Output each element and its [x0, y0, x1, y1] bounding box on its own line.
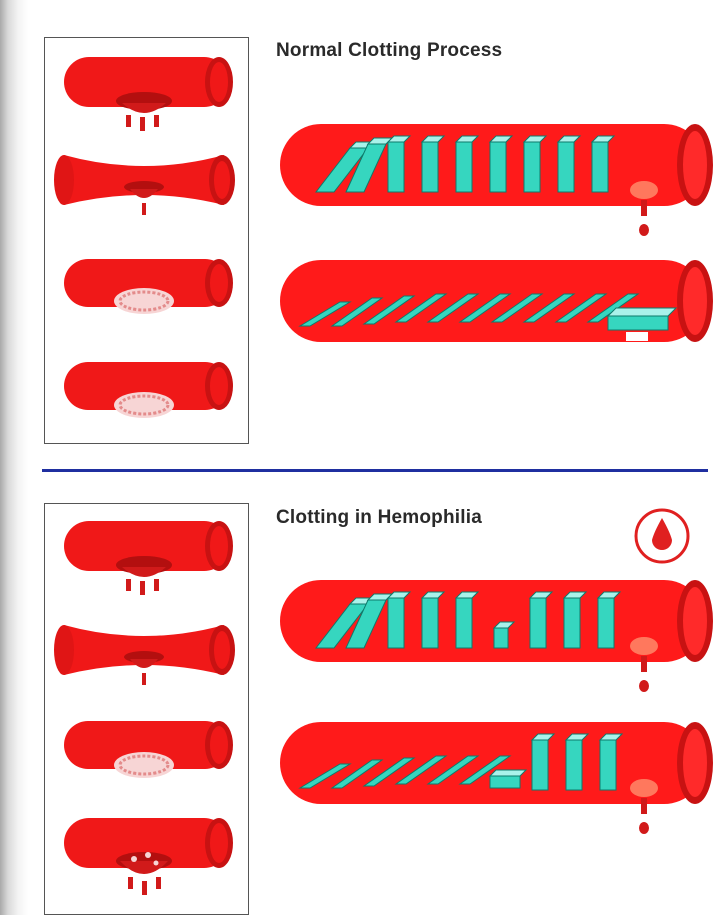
hemophilia-badge — [632, 506, 692, 566]
normal-dominoes-standing — [276, 120, 720, 245]
failed-clot-step — [64, 818, 233, 895]
domino-row — [316, 136, 614, 192]
hemophilia-clotting-title: Clotting in Hemophilia — [276, 507, 482, 529]
hemophilia-dominoes-partial — [276, 718, 720, 843]
normal-dominoes-fallen — [276, 256, 720, 351]
vessel-injury-step — [64, 521, 233, 595]
platelet-plug-step — [64, 721, 233, 778]
platelet-plug-step — [64, 259, 233, 314]
section-divider — [42, 469, 708, 472]
hemophilia-steps-illustration — [44, 503, 249, 906]
vessel-constriction-step — [54, 625, 235, 685]
normal-steps-illustration — [44, 37, 249, 445]
normal-clotting-title: Normal Clotting Process — [276, 40, 502, 62]
vessel-injury-step — [64, 57, 233, 131]
domino-row — [316, 592, 620, 648]
clot-step — [64, 362, 233, 418]
vessel-constriction-step — [54, 155, 235, 215]
hemophilia-dominoes-standing — [276, 576, 720, 701]
